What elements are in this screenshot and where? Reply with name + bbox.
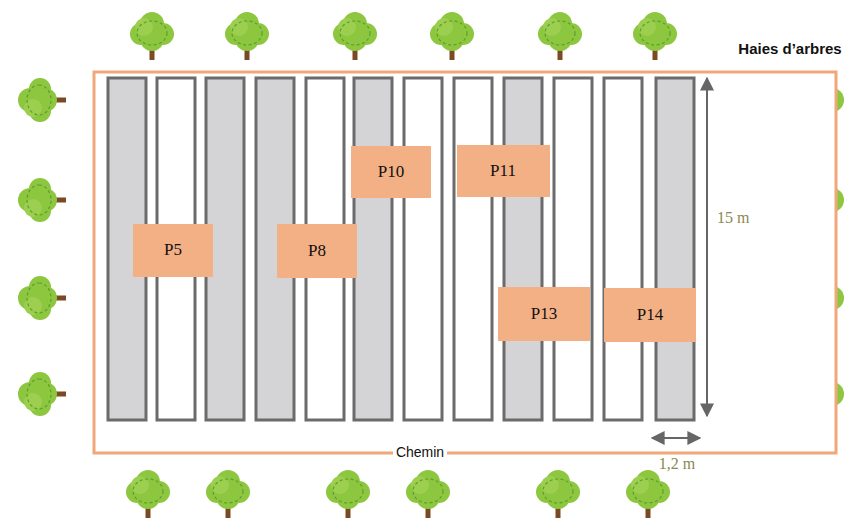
plot-number: P10: [372, 162, 410, 182]
plot-border: [94, 72, 836, 453]
hedge-label: Haies d’arbres: [738, 40, 841, 57]
garden-bed: [504, 78, 542, 420]
hedge-bottom: [126, 470, 670, 518]
plot-number: P14: [631, 305, 669, 325]
hedge-top: [130, 12, 677, 60]
path-label: Chemin: [393, 444, 447, 460]
plot-label-box: P14: [604, 288, 696, 342]
plot-label-box: P8: [277, 224, 357, 278]
plot-number: P13: [525, 304, 563, 324]
hedge-left: [18, 78, 66, 416]
plot-label-box: P10: [351, 146, 431, 198]
dimension-label: 15 m: [715, 209, 751, 227]
length-dimension: [706, 78, 708, 416]
garden-bed: [454, 78, 492, 420]
garden-bed: [404, 78, 442, 420]
plot-number: P8: [302, 241, 332, 261]
beds: [108, 78, 694, 420]
plot-label-box: P5: [133, 224, 213, 277]
dimension-label: 1,2 m: [659, 455, 695, 473]
plot-label-box: P11: [457, 145, 550, 197]
garden-bed: [604, 78, 642, 420]
plot-number: P5: [158, 240, 188, 260]
garden-bed: [554, 78, 592, 420]
garden-bed: [656, 78, 694, 420]
plot-number: P11: [484, 161, 522, 181]
width-dimension: [652, 437, 700, 439]
plot-label-box: P13: [498, 287, 590, 341]
garden-bed: [354, 78, 392, 420]
